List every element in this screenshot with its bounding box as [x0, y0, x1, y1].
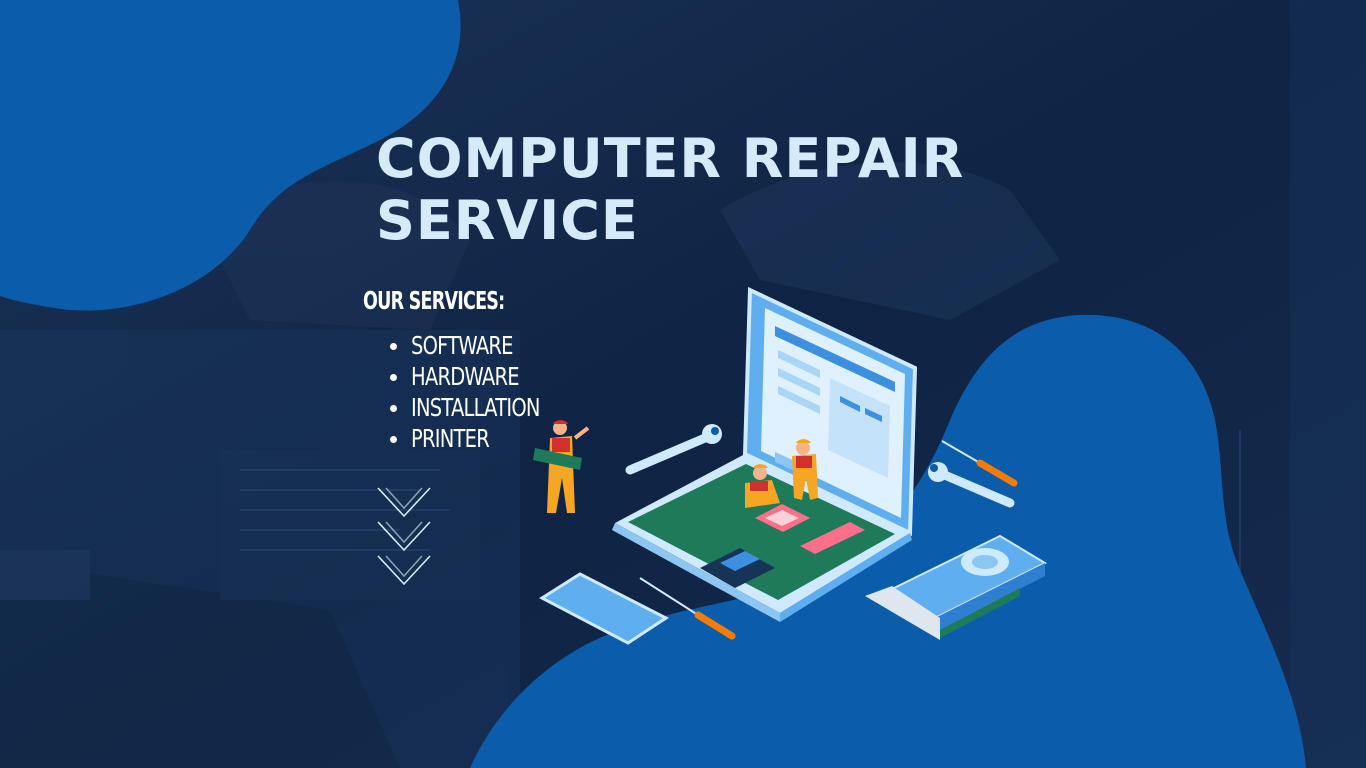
list-item: INSTALLATION: [388, 392, 576, 423]
bullet-icon: [390, 343, 397, 350]
bullet-icon: [390, 405, 397, 412]
service-label: HARDWARE: [411, 362, 520, 391]
technician-icon: [745, 439, 818, 508]
graphics-card-icon: [865, 534, 1048, 640]
wrench-icon: [625, 424, 1015, 508]
page-title: COMPUTER REPAIR SERVICE: [376, 128, 964, 252]
list-item: SOFTWARE: [388, 330, 576, 361]
bullet-icon: [390, 374, 397, 381]
repair-illustration: [533, 286, 1048, 645]
service-label: SOFTWARE: [411, 331, 513, 360]
bullet-icon: [390, 436, 397, 443]
smartphone-icon: [538, 572, 669, 645]
services-heading: OUR SERVICES:: [363, 286, 505, 315]
list-item: HARDWARE: [388, 361, 576, 392]
services-list: SOFTWARE HARDWARE INSTALLATION PRINTER: [388, 330, 576, 454]
chevron-down-icon: [377, 487, 431, 586]
service-label: INSTALLATION: [411, 393, 540, 422]
service-label: PRINTER: [411, 424, 490, 453]
title-line-2: SERVICE: [376, 189, 639, 252]
screwdriver-icon: [639, 440, 1018, 640]
technician-icon: [533, 420, 590, 513]
title-line-1: COMPUTER REPAIR: [376, 127, 965, 190]
top-left-blob: [0, 0, 461, 311]
list-item: PRINTER: [388, 423, 576, 454]
